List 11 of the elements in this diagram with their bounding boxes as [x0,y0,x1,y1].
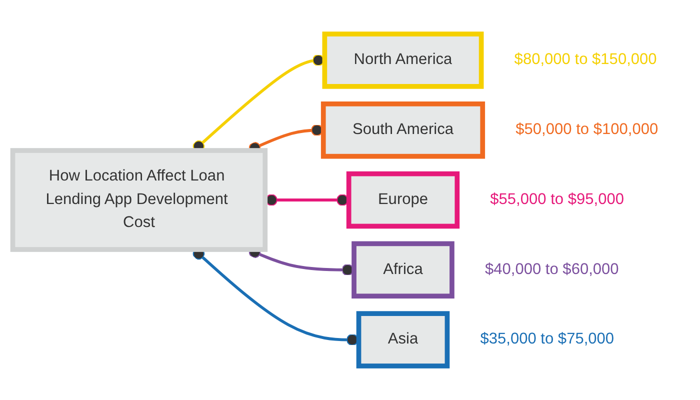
node-box: North America [322,32,484,89]
node-box: South America [320,101,486,159]
node-box: Asia [356,311,450,368]
node-label: $55,000 to $95,000 [490,191,624,208]
node-box: How Location Affect Loan Lending App Development Cost [10,148,268,252]
node-label: $35,000 to $75,000 [480,331,614,348]
node-box: Africa [352,241,454,299]
node-box: Europe [346,171,460,229]
node-label: $40,000 to $60,000 [484,261,619,278]
node-label: $50,000 to $100,000 [516,121,658,138]
node-label: $80,000 to $150,000 [514,51,657,68]
